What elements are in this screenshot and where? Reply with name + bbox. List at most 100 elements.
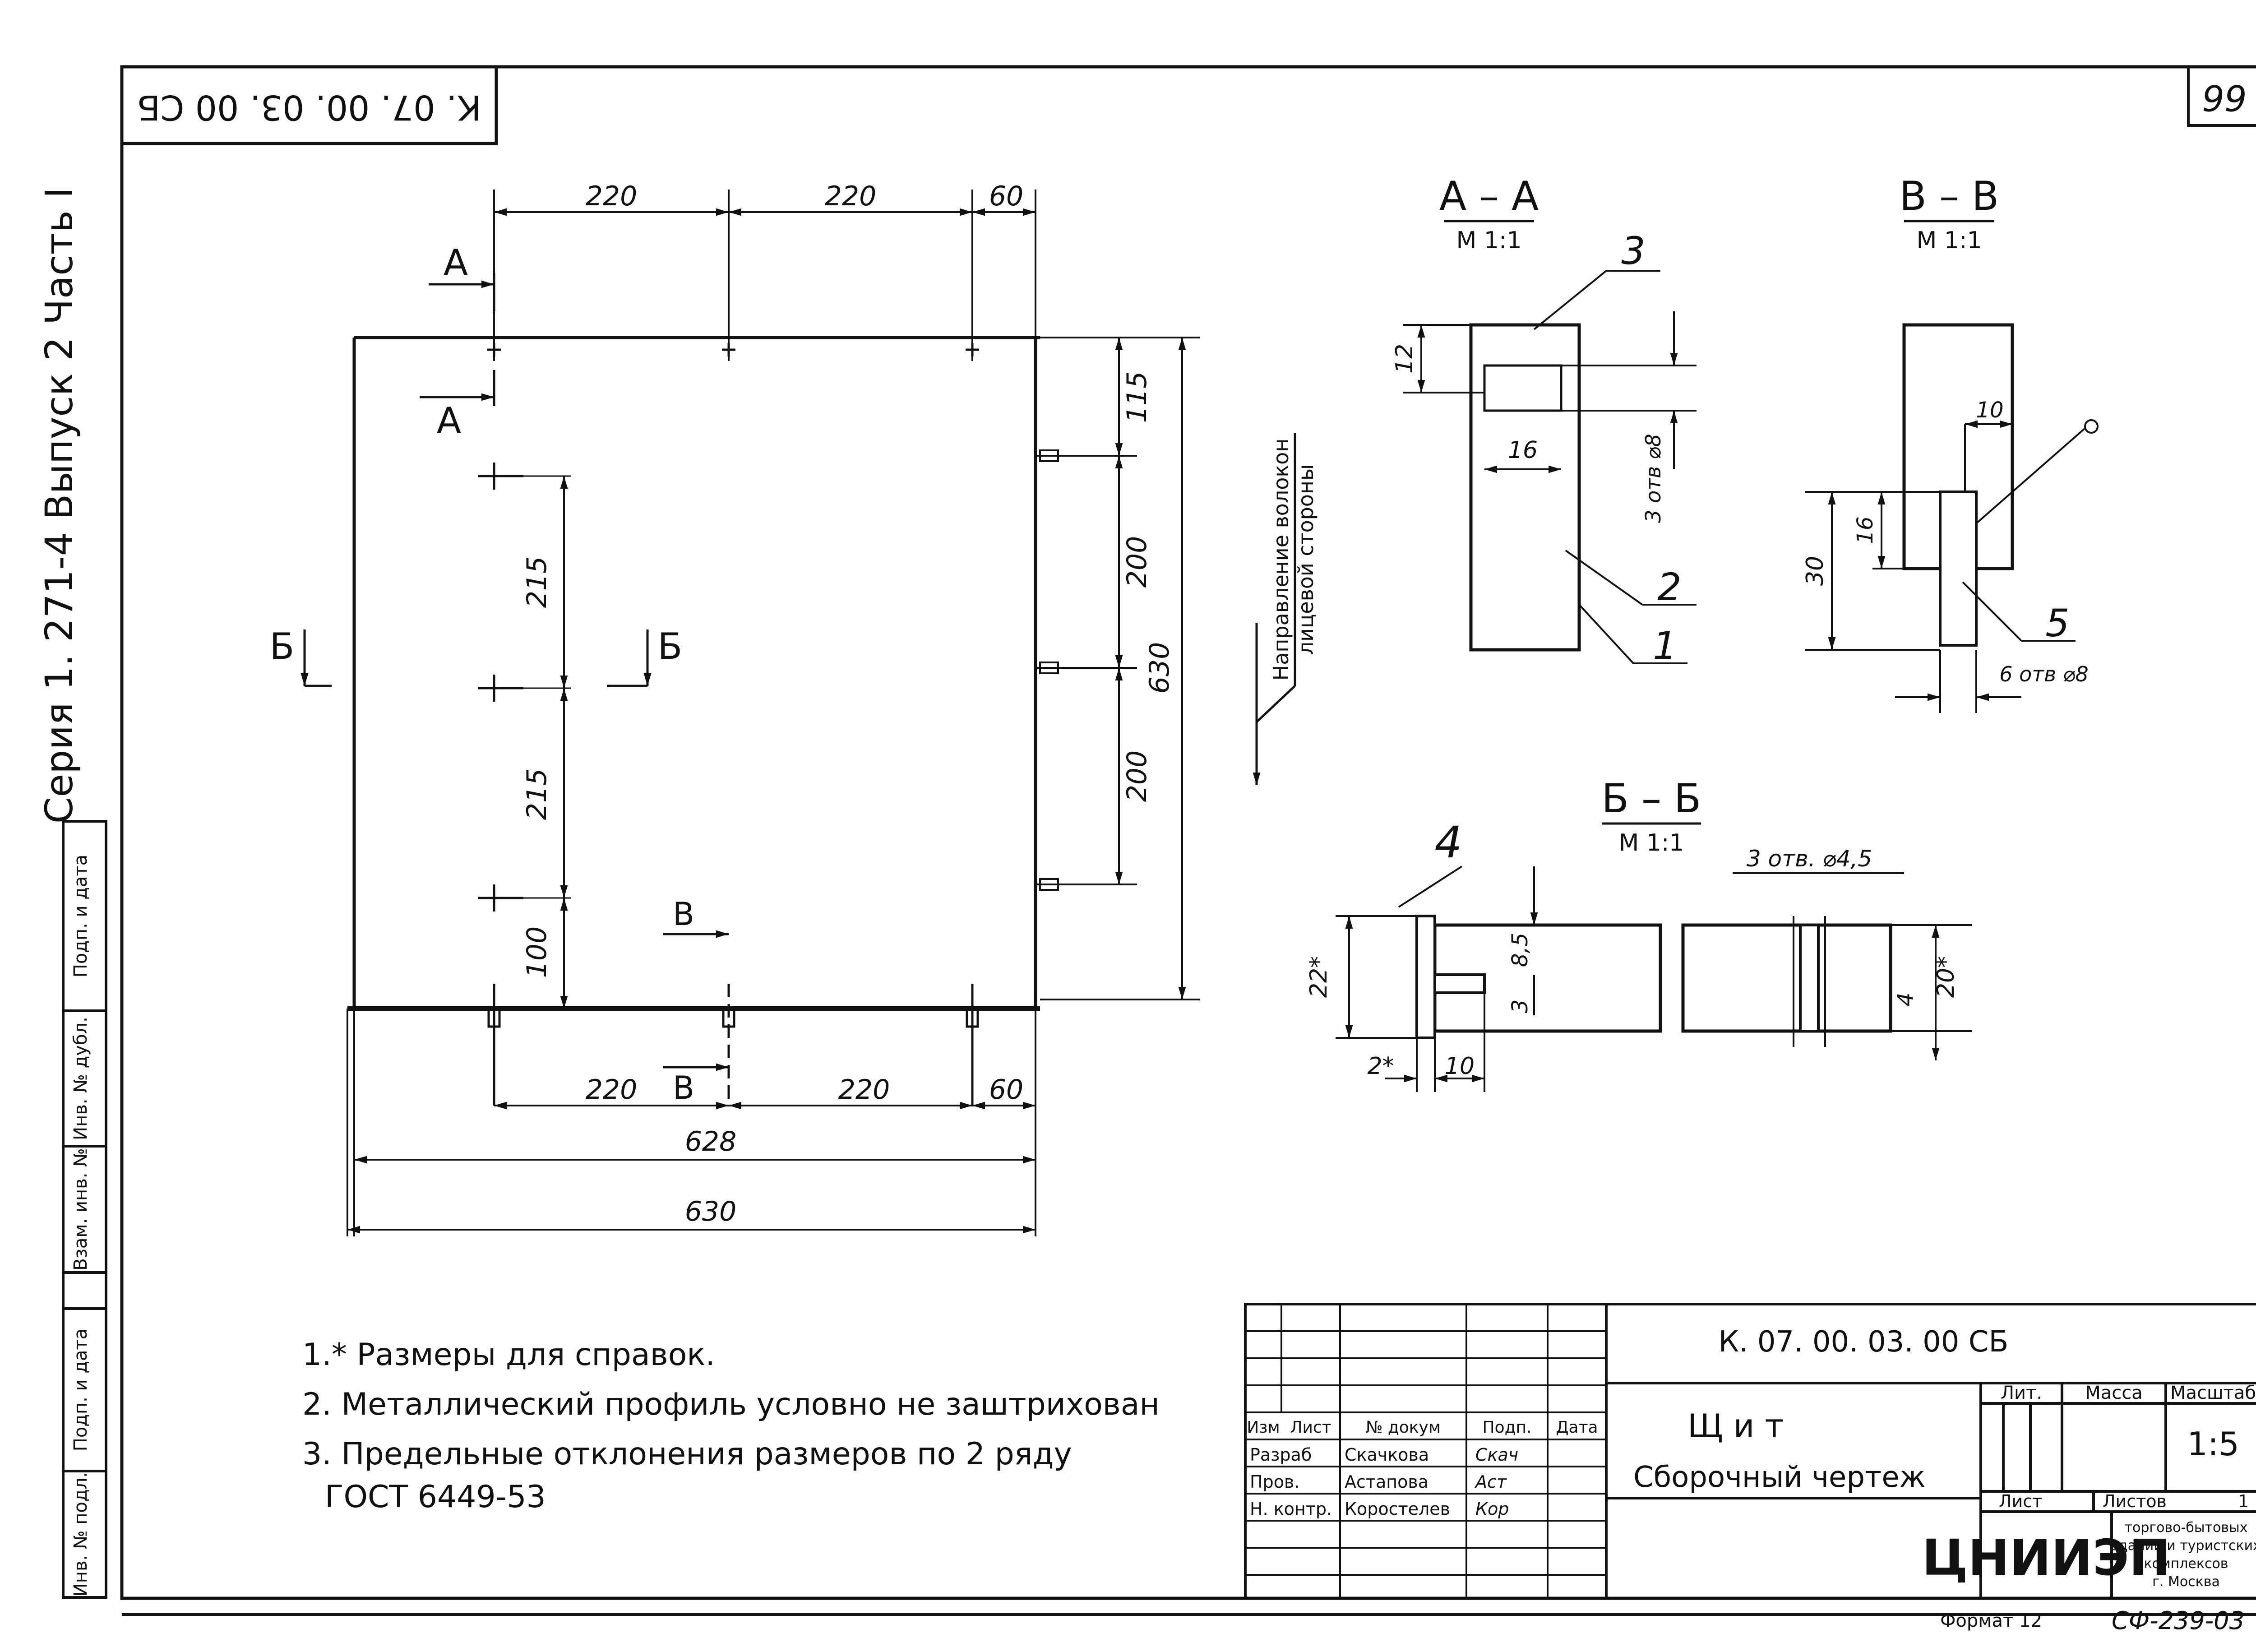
tb-scale-value: 1:5 — [2187, 1425, 2239, 1463]
tb-role-2: Пров. — [1250, 1472, 1299, 1492]
rotated-code-box: К. 07. 00. 03. 00 СБ — [120, 65, 498, 145]
bb-dim-22: 22* — [1305, 956, 1332, 998]
tb-head-date: Дата — [1556, 1418, 1598, 1437]
dim-bottom-628: 628 — [685, 1126, 737, 1157]
tb-name-2: Астапова — [1345, 1472, 1428, 1492]
aa-dim-12: 12 — [1391, 344, 1418, 374]
bb-callout-4: 4 — [1434, 817, 1462, 868]
bb-dim-10: 10 — [1445, 1053, 1475, 1080]
tb-sheet-label: Лист — [1999, 1491, 2042, 1511]
stamp-label-3: Взам. инв. № — [70, 1148, 91, 1271]
dim-bottom-2: 220 — [838, 1074, 890, 1106]
tb-org-2: зданий и туристских — [2111, 1538, 2256, 1554]
section-aa-title: А – А — [1439, 173, 1539, 219]
section-bb-scale: М 1:1 — [1618, 829, 1684, 856]
left-stamp-strip: Подп. и дата Инв. № дубл. Взам. инв. № П… — [62, 820, 107, 1599]
stamp-label-1: Подп. и дата — [70, 855, 91, 977]
bottom-fixings — [487, 930, 979, 1106]
right-dimensions — [1036, 337, 1200, 1000]
stamp-label-2: Инв. № дубл. — [70, 1017, 91, 1140]
dim-top-2: 220 — [825, 180, 877, 212]
stamp-label-4: Подп. и дата — [70, 1328, 91, 1451]
bb-dim-holes: 3 отв. ⌀4,5 — [1747, 846, 1872, 872]
aa-dim-16: 16 — [1508, 437, 1538, 464]
left-hole-marks — [478, 463, 571, 1009]
dim-bottom-630: 630 — [685, 1196, 737, 1227]
dim-right-3: 200 — [1121, 750, 1153, 802]
bb-dim-85: 8,5 — [1507, 933, 1533, 967]
tb-sign-1: Скач — [1475, 1445, 1518, 1465]
bb-dim-4: 4 — [1893, 993, 1919, 1007]
tb-doc-code: К. 07. 00. 03. 00 СБ — [1719, 1325, 2009, 1359]
fiber-label-2: лицевой стороны — [1294, 464, 1318, 655]
vv-callout-5: 5 — [2045, 601, 2069, 645]
tb-name-1: Скачкова — [1345, 1445, 1429, 1465]
section-a-bottom: А — [437, 400, 462, 442]
fiber-label-1: Направление волокон — [1269, 439, 1293, 681]
section-v-top: В — [673, 896, 694, 933]
tb-sheets-label: Листов — [2103, 1491, 2167, 1511]
tb-head-doc: № докум — [1366, 1418, 1441, 1437]
vv-dim-holes: 6 отв ⌀8 — [1999, 662, 2089, 686]
section-a-top: А — [444, 242, 468, 284]
dim-bottom-1: 220 — [586, 1074, 638, 1106]
sheet-frame — [120, 65, 2256, 1616]
dim-right-total: 630 — [1144, 642, 1175, 694]
tb-scale-label: Масштаб — [2170, 1383, 2256, 1403]
note-2: 2. Металлический профиль условно не зашт… — [302, 1387, 1160, 1422]
bottom-dimensions — [347, 1009, 1036, 1236]
dim-right-1: 115 — [1121, 371, 1153, 423]
title-block: Изм Лист № докум Подп. Дата Разраб Скачк… — [1244, 1303, 2256, 1600]
tb-role-1: Разраб — [1250, 1445, 1312, 1465]
fiber-direction-indicator: Направление волокон лицевой стороны — [1253, 433, 1318, 785]
stamp-label-5: Инв. № подл. — [70, 1472, 91, 1596]
aa-dim-holes: 3 отв ⌀8 — [1641, 434, 1665, 523]
section-a-a: А – А М 1:1 12 16 3 отв ⌀8 3 2 1 — [1391, 173, 1697, 668]
notes: 1.* Размеры для справок. 2. Металлически… — [302, 1337, 1160, 1515]
section-bb-title: Б – Б — [1602, 775, 1701, 822]
dim-top-1: 220 — [586, 180, 638, 212]
tb-name-line-2: Сборочный чертеж — [1633, 1461, 1925, 1494]
note-3: 3. Предельные отклонения размеров по 2 р… — [302, 1436, 1072, 1472]
page-number-box: 99 — [2187, 65, 2256, 127]
hole-marks-top — [487, 343, 979, 356]
section-b-left: Б — [270, 625, 295, 667]
note-4: ГОСТ 6449-53 — [325, 1479, 546, 1515]
tb-mass-label: Масса — [2085, 1383, 2143, 1403]
tb-sheets-value: 1 — [2238, 1491, 2249, 1511]
vv-dim-10: 10 — [1976, 398, 2003, 423]
tb-role-3: Н. контр. — [1250, 1499, 1332, 1519]
section-vv-scale: М 1:1 — [1916, 227, 1982, 254]
vv-dim-30: 30 — [1802, 556, 1829, 586]
tb-sign-3: Кор — [1475, 1499, 1509, 1519]
section-a-marker — [420, 273, 495, 406]
dim-left-3: 100 — [521, 926, 553, 978]
vv-dim-16: 16 — [1853, 516, 1878, 544]
rotated-doc-code: К. 07. 00. 03. 00 СБ — [137, 88, 481, 128]
tb-org-4: г. Москва — [2152, 1574, 2220, 1590]
tb-head-list: Лист — [1290, 1418, 1331, 1437]
dim-left-2: 215 — [521, 768, 553, 820]
tb-org-logo: ЦНИИЭП — [1922, 1529, 2170, 1587]
aa-callout-3: 3 — [1621, 229, 1645, 273]
section-aa-scale: М 1:1 — [1456, 227, 1521, 254]
section-v-bottom: В — [673, 1069, 694, 1106]
section-b-right: Б — [658, 625, 683, 667]
dim-right-2: 200 — [1121, 536, 1153, 588]
main-view: 220 220 60 А А 215 — [270, 180, 1200, 1236]
footer-code: СФ-239-03 — [2112, 1606, 2245, 1635]
dim-left-1: 215 — [521, 556, 553, 608]
dim-top-3: 60 — [989, 180, 1023, 212]
tb-name-3: Коростелев — [1345, 1499, 1450, 1519]
section-v-v: В – В М 1:1 10 16 30 6 отв ⌀8 5 — [1802, 173, 2099, 713]
section-b-marker — [300, 629, 652, 687]
aa-callout-1: 1 — [1653, 624, 1677, 668]
series-text: Серия 1. 271-4 Выпуск 2 Часть I — [37, 187, 81, 824]
note-1: 1.* Размеры для справок. — [302, 1337, 715, 1373]
page-number: 99 — [2202, 79, 2247, 120]
tb-sign-2: Аст — [1474, 1472, 1507, 1492]
bb-dim-2: 2* — [1367, 1053, 1394, 1080]
tb-org-1: торгово-бытовых — [2125, 1520, 2248, 1536]
footer-format: Формат 12 — [1940, 1610, 2042, 1631]
